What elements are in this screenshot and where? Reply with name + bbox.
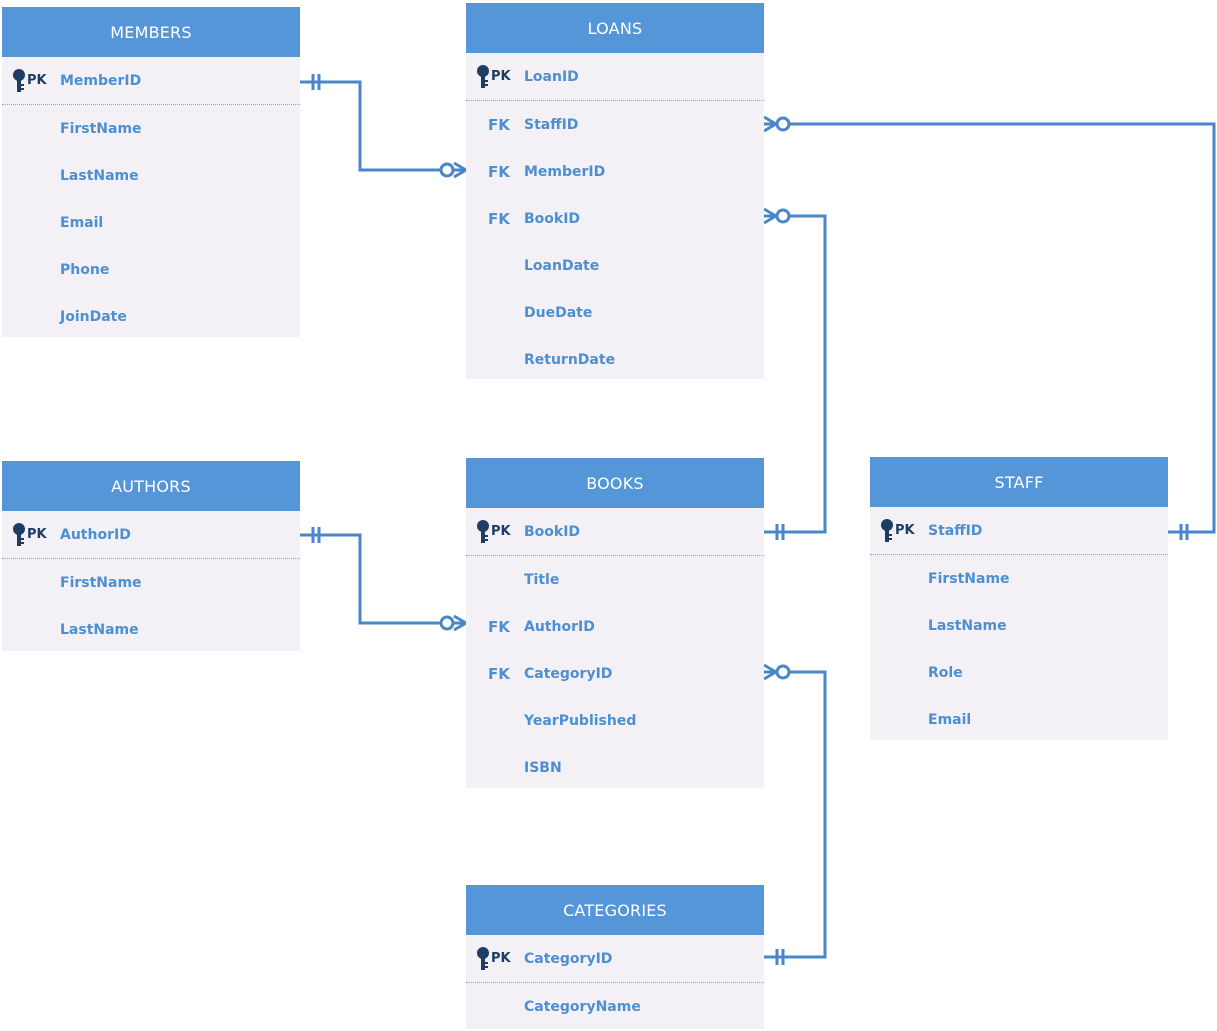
key-icon	[476, 519, 490, 544]
field-row-bookid[interactable]: PK BookID	[466, 508, 764, 556]
field-row-title[interactable]: Title	[466, 556, 764, 603]
rel-staff-loans	[764, 122, 1216, 534]
key-icon	[880, 518, 894, 543]
field-row-categoryid[interactable]: FK CategoryID	[466, 650, 764, 697]
rel-books-loans	[764, 214, 827, 534]
field-name: FirstName	[928, 570, 1010, 587]
field-name: CategoryID	[524, 665, 613, 682]
field-row-lastname[interactable]: LastName	[870, 602, 1168, 649]
key-label: PK	[27, 527, 47, 542]
field-row-staffid[interactable]: PK StaffID	[870, 507, 1168, 555]
key-icon	[476, 946, 490, 971]
field-name: LoanID	[524, 68, 579, 85]
field-name: StaffID	[524, 116, 579, 133]
field-row-memberid[interactable]: FK MemberID	[466, 148, 764, 195]
field-name: MemberID	[524, 163, 606, 180]
table-loans[interactable]: LOANS PK LoanID FK StaffID FK MemberID FK BookID…	[466, 3, 764, 379]
primary-key-marker: PK	[476, 935, 511, 982]
field-row-isbn[interactable]: ISBN	[466, 744, 764, 791]
primary-key-marker: PK	[476, 53, 511, 100]
field-name: FirstName	[60, 120, 142, 137]
field-name: ISBN	[524, 759, 562, 776]
field-row-firstname[interactable]: FirstName	[2, 559, 300, 606]
field-name: MemberID	[60, 72, 142, 89]
field-row-lastname[interactable]: LastName	[2, 606, 300, 653]
field-name: BookID	[524, 210, 581, 227]
key-icon	[476, 64, 490, 89]
field-name: LastName	[928, 617, 1007, 634]
primary-key-marker: PK	[12, 511, 47, 558]
field-row-firstname[interactable]: FirstName	[870, 555, 1168, 602]
field-row-yearpublished[interactable]: YearPublished	[466, 697, 764, 744]
table-header: BOOKS	[466, 458, 764, 508]
primary-key-marker: PK	[880, 507, 915, 554]
key-label: PK	[27, 73, 47, 88]
field-name: CategoryName	[524, 998, 641, 1015]
key-label: PK	[895, 523, 915, 538]
table-categories[interactable]: CATEGORIES PK CategoryID CategoryName	[466, 885, 764, 1029]
field-name: ReturnDate	[524, 351, 616, 368]
field-name: Email	[928, 711, 972, 728]
field-row-lastname[interactable]: LastName	[2, 152, 300, 199]
field-name: Phone	[60, 261, 110, 278]
rel-categories-books	[764, 670, 827, 959]
field-row-bookid[interactable]: FK BookID	[466, 195, 764, 242]
foreign-key-label: FK	[488, 664, 510, 683]
field-name: Title	[524, 571, 560, 588]
primary-key-marker: PK	[476, 508, 511, 555]
field-row-role[interactable]: Role	[870, 649, 1168, 696]
field-name: JoinDate	[60, 308, 127, 325]
field-name: YearPublished	[524, 712, 637, 729]
field-row-email[interactable]: Email	[2, 199, 300, 246]
foreign-key-label: FK	[488, 115, 510, 134]
table-header: CATEGORIES	[466, 885, 764, 935]
field-name: BookID	[524, 523, 581, 540]
table-header: LOANS	[466, 3, 764, 53]
field-row-joindate[interactable]: JoinDate	[2, 293, 300, 340]
field-row-memberid[interactable]: PK MemberID	[2, 57, 300, 105]
field-name: LastName	[60, 621, 139, 638]
rel-authors-books	[300, 533, 466, 625]
field-row-staffid[interactable]: FK StaffID	[466, 101, 764, 148]
rel-members-loans	[300, 80, 466, 172]
field-name: StaffID	[928, 522, 983, 539]
table-header: AUTHORS	[2, 461, 300, 511]
field-name: Email	[60, 214, 104, 231]
field-row-email[interactable]: Email	[870, 696, 1168, 743]
field-name: AuthorID	[60, 526, 131, 543]
field-name: LastName	[60, 167, 139, 184]
field-name: Role	[928, 664, 963, 681]
field-name: LoanDate	[524, 257, 600, 274]
key-label: PK	[491, 524, 511, 539]
key-icon	[12, 68, 26, 93]
field-row-categoryname[interactable]: CategoryName	[466, 983, 764, 1030]
field-row-categoryid[interactable]: PK CategoryID	[466, 935, 764, 983]
field-row-phone[interactable]: Phone	[2, 246, 300, 293]
field-row-loanid[interactable]: PK LoanID	[466, 53, 764, 101]
field-row-authorid[interactable]: PK AuthorID	[2, 511, 300, 559]
field-row-duedate[interactable]: DueDate	[466, 289, 764, 336]
field-row-firstname[interactable]: FirstName	[2, 105, 300, 152]
field-name: AuthorID	[524, 618, 595, 635]
field-name: FirstName	[60, 574, 142, 591]
field-row-authorid[interactable]: FK AuthorID	[466, 603, 764, 650]
field-row-loandate[interactable]: LoanDate	[466, 242, 764, 289]
field-name: DueDate	[524, 304, 593, 321]
field-name: CategoryID	[524, 950, 613, 967]
key-label: PK	[491, 951, 511, 966]
primary-key-marker: PK	[12, 57, 47, 104]
foreign-key-label: FK	[488, 209, 510, 228]
foreign-key-label: FK	[488, 162, 510, 181]
table-header: STAFF	[870, 457, 1168, 507]
table-header: MEMBERS	[2, 7, 300, 57]
key-icon	[12, 522, 26, 547]
field-row-returndate[interactable]: ReturnDate	[466, 336, 764, 383]
foreign-key-label: FK	[488, 617, 510, 636]
key-label: PK	[491, 69, 511, 84]
